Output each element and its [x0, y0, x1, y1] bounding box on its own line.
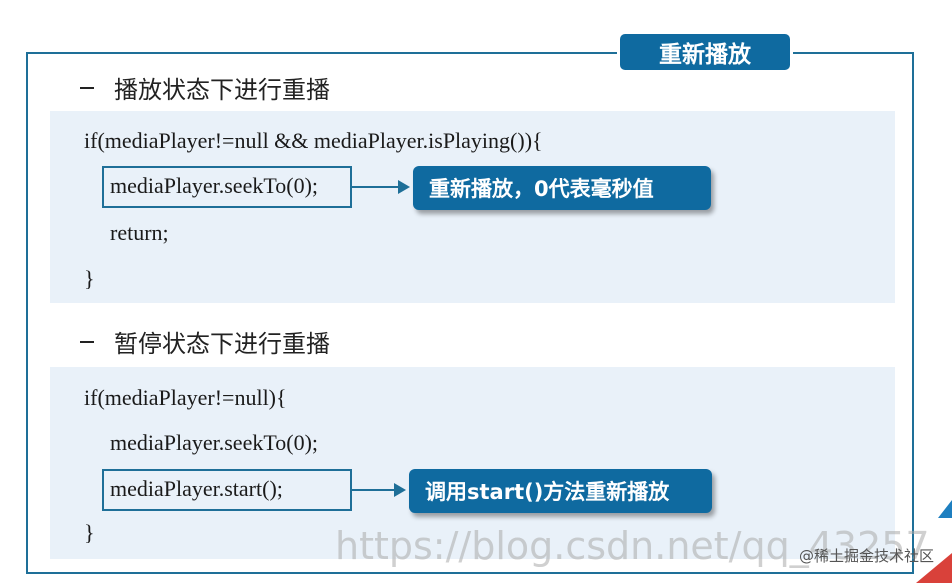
watermark-url: https://blog.csdn.net/qq_43257 [335, 524, 930, 568]
code-line: if(mediaPlayer!=null){ [84, 385, 287, 410]
arrow-icon [352, 180, 410, 194]
section-heading-paused: 暂停状态下进行重播 [80, 324, 330, 359]
bullet-dash [80, 86, 94, 89]
code-line: } [84, 520, 95, 545]
highlight-box [102, 469, 352, 511]
callout-seek: 重新播放，0代表毫秒值 [413, 166, 711, 210]
bullet-dash [80, 340, 94, 343]
slide-title: 重新播放 [620, 34, 790, 70]
corner-decoration [916, 553, 952, 583]
slide-frame [26, 52, 914, 574]
code-line: mediaPlayer.start(); [110, 476, 283, 501]
section-heading-text: 暂停状态下进行重播 [114, 330, 330, 358]
code-line: if(mediaPlayer!=null && mediaPlayer.isPl… [84, 128, 543, 153]
callout-start: 调用start()方法重新播放 [409, 469, 712, 513]
code-line: return; [110, 220, 169, 245]
code-line: mediaPlayer.seekTo(0); [110, 430, 319, 455]
section-heading-text: 播放状态下进行重播 [114, 76, 330, 104]
corner-decoration [938, 500, 952, 518]
code-line: } [84, 266, 95, 291]
section-heading-playing: 播放状态下进行重播 [80, 70, 330, 105]
code-line: mediaPlayer.seekTo(0); [110, 173, 319, 198]
code-panel-paused [50, 367, 895, 559]
brand-watermark: @稀土掘金技术社区 [798, 547, 934, 565]
highlight-box [102, 166, 352, 208]
arrow-icon [352, 483, 406, 497]
